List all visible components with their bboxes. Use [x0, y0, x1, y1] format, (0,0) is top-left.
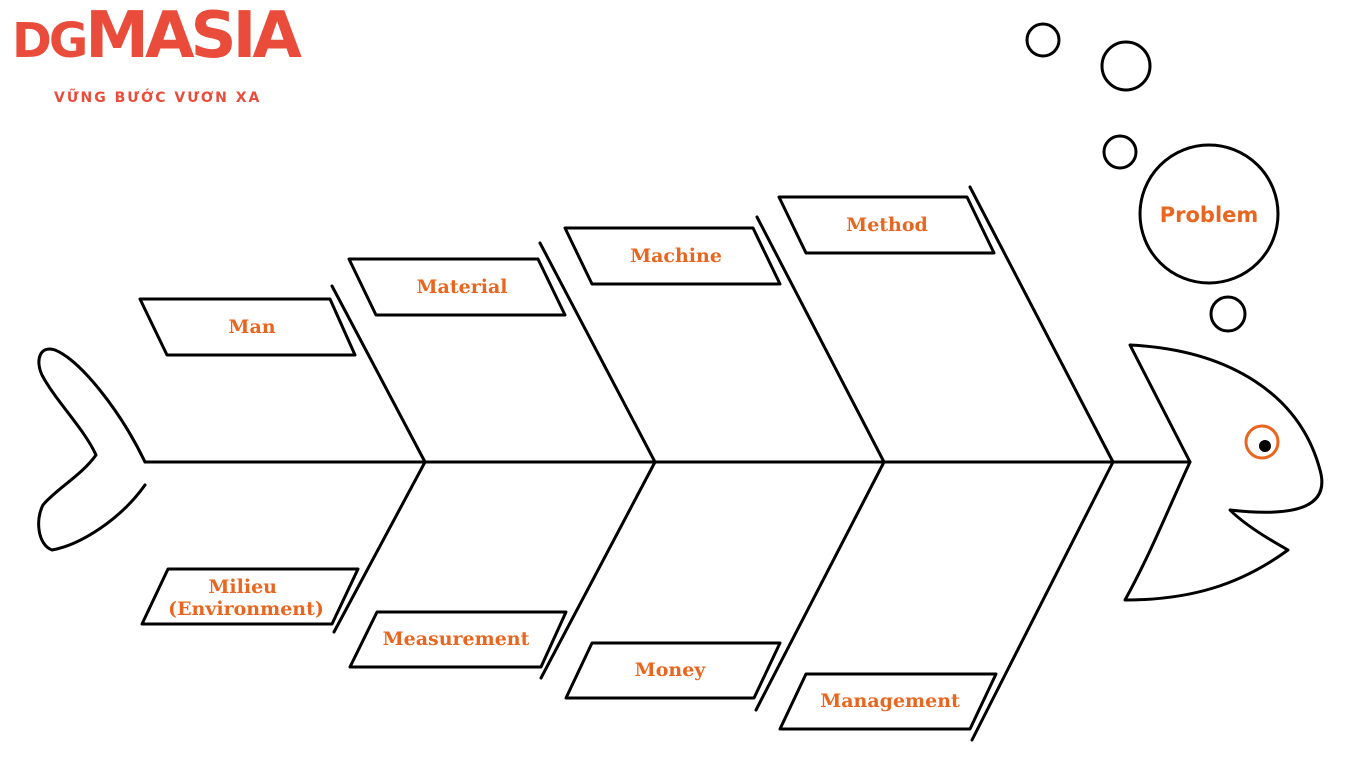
fish-pupil — [1259, 440, 1271, 452]
bubble — [1102, 134, 1138, 170]
bubble — [1025, 22, 1061, 58]
logo-wordmark: DGMASIA — [12, 4, 302, 69]
fish-eye-ring — [1244, 424, 1280, 460]
logo-tagline: VỮNG BƯỚC VƯƠN XA — [54, 90, 262, 106]
fish-tail — [37, 347, 147, 552]
bone-top-material — [538, 241, 657, 464]
cause-box-material — [347, 257, 567, 317]
cause-box-money — [564, 641, 782, 700]
bone-top-man — [330, 284, 427, 464]
cause-label-management: Management — [820, 690, 960, 712]
bone-top-machine — [755, 215, 886, 464]
cause-box-man — [138, 297, 357, 357]
cause-label-man: Man — [228, 316, 275, 338]
bubble — [1209, 295, 1247, 333]
cause-label-machine: Machine — [630, 245, 722, 267]
fish-head — [1123, 343, 1324, 602]
cause-label-milieu: Milieu (Environment) — [168, 576, 324, 620]
cause-label-milieu-line2: (Environment) — [168, 598, 324, 620]
cause-label-measurement: Measurement — [383, 628, 530, 650]
bone-top-method — [968, 185, 1115, 464]
bone-bottom-money — [754, 460, 886, 712]
problem-label: Problem — [1160, 203, 1259, 227]
cause-box-measurement — [348, 610, 568, 669]
cause-label-money: Money — [635, 659, 707, 681]
logo: DGMASIA VỮNG BƯỚC VƯƠN XA — [12, 4, 342, 114]
cause-box-method — [777, 195, 996, 255]
cause-label-material: Material — [417, 276, 508, 298]
cause-label-milieu-line1: Milieu — [208, 576, 277, 598]
cause-label-method: Method — [846, 214, 928, 236]
logo-prefix: DG — [12, 13, 88, 69]
bubble — [1100, 40, 1152, 92]
cause-box-machine — [563, 226, 782, 286]
bone-bottom-milieu — [332, 460, 427, 634]
cause-box-milieu — [140, 567, 360, 626]
problem-bubble — [1138, 143, 1280, 285]
bone-bottom-measurement — [539, 460, 657, 680]
logo-main-text: MASIA — [85, 0, 302, 73]
cause-box-management — [778, 672, 998, 731]
bone-bottom-management — [970, 460, 1115, 742]
